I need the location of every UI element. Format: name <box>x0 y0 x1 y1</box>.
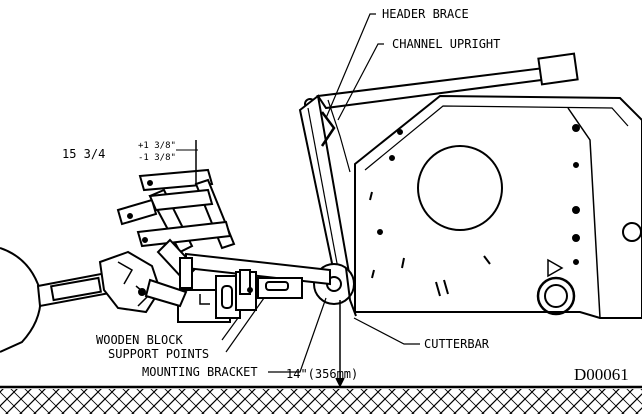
channel-upright <box>298 94 354 294</box>
height-dimension-marker <box>176 140 345 388</box>
header-body <box>354 94 642 319</box>
ground <box>0 385 642 414</box>
dimension-minus-label: -1 3/8" <box>138 153 176 163</box>
channel-upright-label: CHANNEL UPRIGHT <box>392 37 500 51</box>
adjustable-leg <box>0 247 188 353</box>
cutterbar-label: CUTTERBAR <box>424 337 490 351</box>
height-label: 14"(356mm) <box>286 367 358 381</box>
leader-lines <box>221 13 420 373</box>
support-stand <box>116 168 331 323</box>
support-points-label: SUPPORT POINTS <box>108 347 209 361</box>
dimension-main-label: 15 3/4 <box>62 147 105 161</box>
wooden-block-label: WOODEN BLOCK <box>96 333 183 347</box>
mounting-bracket-label: MOUNTING BRACKET <box>142 365 258 379</box>
header-brace-label: HEADER BRACE <box>382 7 469 21</box>
drawing-code: D00061 <box>574 365 629 384</box>
dimension-plus-label: +1 3/8" <box>138 141 176 151</box>
